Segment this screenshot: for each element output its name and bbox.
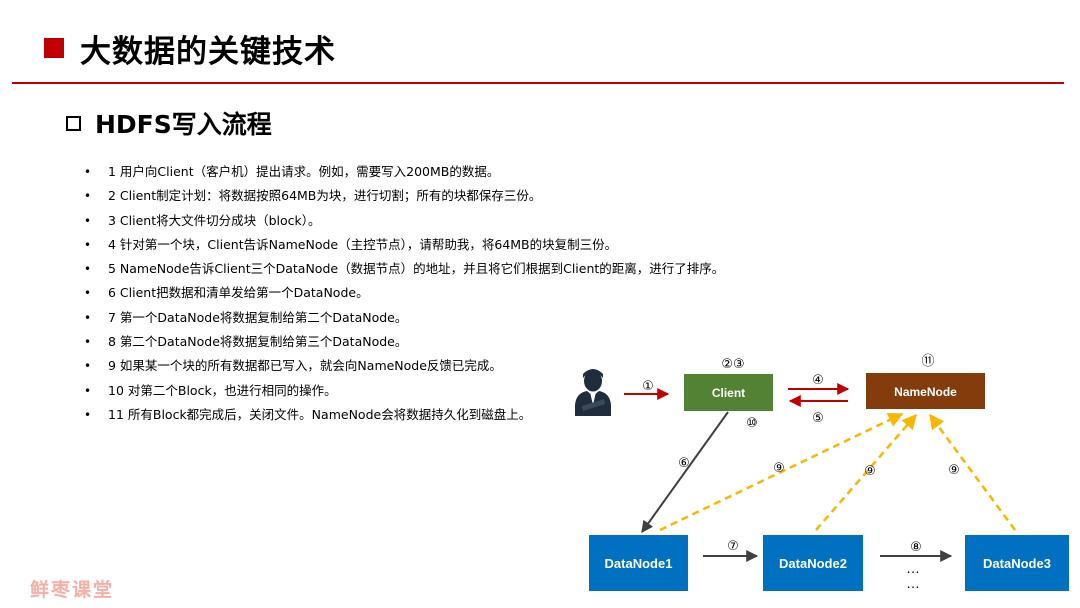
step-item: • 10 对第二个Block，也进行相同的操作。 bbox=[84, 379, 724, 403]
step-item: • 6 Client把数据和清单发给第一个DataNode。 bbox=[84, 281, 724, 305]
label-step9-dn1: ⑨ bbox=[773, 460, 785, 475]
step-item: • 4 针对第一个块，Client告诉NameNode（主控节点），请帮助我，将6… bbox=[84, 233, 724, 257]
step-item: • 9 如果某一个块的所有数据都已写入，就会向NameNode反馈已完成。 bbox=[84, 354, 724, 378]
step-text: 3 Client将大文件切分成块（block）。 bbox=[108, 212, 321, 228]
bullet-icon: • bbox=[84, 237, 92, 252]
label-step4: ④ bbox=[812, 372, 824, 387]
ellipsis-lower: … bbox=[906, 575, 920, 591]
label-step11: ⑪ bbox=[921, 353, 934, 368]
bullet-icon: • bbox=[84, 383, 92, 398]
dashed-arrow-datanode2-to-namenode bbox=[815, 413, 917, 531]
step-item: • 8 第二个DataNode将数据复制给第三个DataNode。 bbox=[84, 330, 724, 354]
bullet-icon: • bbox=[84, 407, 92, 422]
step-text: 2 Client制定计划：将数据按照64MB为块，进行切割；所有的块都保存三份。 bbox=[108, 188, 542, 204]
bullet-icon: • bbox=[84, 262, 92, 277]
datanode3-label: DataNode3 bbox=[983, 556, 1051, 571]
bullet-icon: • bbox=[84, 286, 92, 301]
slide-title: 大数据的关键技术 bbox=[44, 26, 336, 70]
datanode1-label: DataNode1 bbox=[605, 556, 673, 571]
step-list: • 1 用户向Client（客户机）提出请求。例如，需要写入200MB的数据。 •… bbox=[84, 160, 724, 427]
datanode2-label: DataNode2 bbox=[779, 556, 847, 571]
ellipsis-upper: … bbox=[906, 560, 920, 576]
bullet-icon: • bbox=[84, 359, 92, 374]
datanode2-node: DataNode2 bbox=[763, 535, 863, 591]
bullet-icon: • bbox=[84, 310, 92, 325]
step-item: • 1 用户向Client（客户机）提出请求。例如，需要写入200MB的数据。 bbox=[84, 160, 724, 184]
step-text: 6 Client把数据和清单发给第一个DataNode。 bbox=[108, 285, 369, 301]
label-step9-dn3: ⑨ bbox=[948, 462, 960, 477]
bullet-icon: • bbox=[84, 213, 92, 228]
section-heading-text: HDFS写入流程 bbox=[95, 110, 272, 139]
bullet-icon: • bbox=[84, 335, 92, 350]
step-text: 7 第一个DataNode将数据复制给第二个DataNode。 bbox=[108, 309, 408, 325]
hollow-square-icon bbox=[66, 115, 81, 131]
step-text: 11 所有Block都完成后，关闭文件。NameNode会将数据持久化到磁盘上。 bbox=[108, 406, 532, 422]
step-item: • 5 NameNode告诉Client三个DataNode（数据节点）的地址，并… bbox=[84, 257, 724, 281]
label-step6: ⑥ bbox=[678, 455, 690, 470]
datanode1-node: DataNode1 bbox=[589, 535, 688, 591]
step-text: 10 对第二个Block，也进行相同的操作。 bbox=[108, 382, 337, 398]
namenode-label: NameNode bbox=[894, 385, 957, 399]
bullet-icon: • bbox=[84, 165, 92, 179]
step-text: 1 用户向Client（客户机）提出请求。例如，需要写入200MB的数据。 bbox=[108, 164, 500, 179]
label-step7: ⑦ bbox=[727, 538, 739, 553]
title-text: 大数据的关键技术 bbox=[80, 33, 336, 70]
label-step5: ⑤ bbox=[812, 410, 824, 425]
title-divider bbox=[12, 82, 1064, 84]
dashed-arrow-datanode1-to-namenode bbox=[659, 412, 904, 532]
bullet-icon: • bbox=[84, 189, 92, 204]
step-item: • 11 所有Block都完成后，关闭文件。NameNode会将数据持久化到磁盘上… bbox=[84, 403, 724, 427]
step-text: 5 NameNode告诉Client三个DataNode（数据节点）的地址，并且… bbox=[108, 261, 725, 277]
label-step10: ⑩ bbox=[746, 415, 758, 430]
step-item: • 7 第一个DataNode将数据复制给第二个DataNode。 bbox=[84, 306, 724, 330]
step-text: 4 针对第一个块，Client告诉NameNode（主控节点），请帮助我，将64… bbox=[108, 236, 618, 252]
step-item: • 2 Client制定计划：将数据按照64MB为块，进行切割；所有的块都保存三份… bbox=[84, 184, 724, 208]
namenode-node: NameNode bbox=[866, 373, 985, 409]
title-square-icon bbox=[44, 38, 64, 58]
arrow-client-to-datanode1 bbox=[641, 411, 729, 533]
section-heading: HDFS写入流程 bbox=[66, 106, 272, 140]
step-item: • 3 Client将大文件切分成块（block）。 bbox=[84, 209, 724, 233]
step-text: 8 第二个DataNode将数据复制给第三个DataNode。 bbox=[108, 334, 408, 350]
label-step8: ⑧ bbox=[910, 539, 922, 554]
label-step23: ②③ bbox=[721, 356, 744, 371]
dashed-arrow-datanode3-to-namenode bbox=[928, 413, 1017, 531]
step-text: 9 如果某一个块的所有数据都已写入，就会向NameNode反馈已完成。 bbox=[108, 358, 502, 374]
label-step9-dn2: ⑨ bbox=[864, 463, 876, 478]
datanode3-node: DataNode3 bbox=[965, 535, 1069, 591]
watermark-logo: 鲜枣课堂 bbox=[30, 579, 115, 601]
